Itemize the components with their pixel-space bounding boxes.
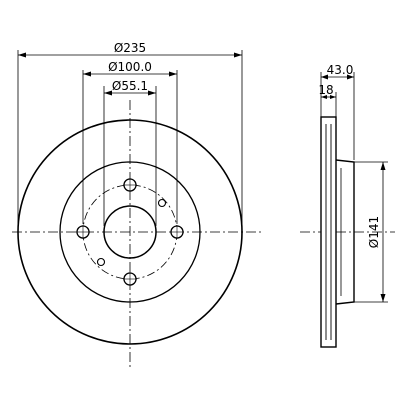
disc-ring-section [320, 116, 337, 348]
disc-thickness-label: 18 [318, 83, 333, 97]
side-dimension-arrows [321, 74, 386, 302]
center-bore-label: Ø55.1 [112, 79, 148, 93]
bolt-hole-crosses [76, 178, 184, 286]
hat-outer-circle [59, 161, 201, 303]
front-view [12, 100, 262, 370]
outer-rim-circle [17, 119, 243, 345]
center-lines [12, 100, 262, 370]
hat-section-profile [335, 159, 355, 305]
locating-hole-lower-left [96, 257, 106, 267]
locating-holes [96, 198, 167, 267]
center-bore-circle [103, 205, 157, 259]
diameter-dimensions [17, 50, 243, 228]
outer-diameter-label: Ø235 [114, 41, 146, 55]
locating-hole-upper-right [157, 198, 167, 208]
pcd-diameter-label: Ø100.0 [108, 60, 152, 74]
hat-diameter-label: Ø141 [367, 216, 381, 248]
side-view [300, 116, 395, 348]
overall-height-label: 43.0 [327, 63, 354, 77]
dimension-arrows [18, 52, 242, 96]
